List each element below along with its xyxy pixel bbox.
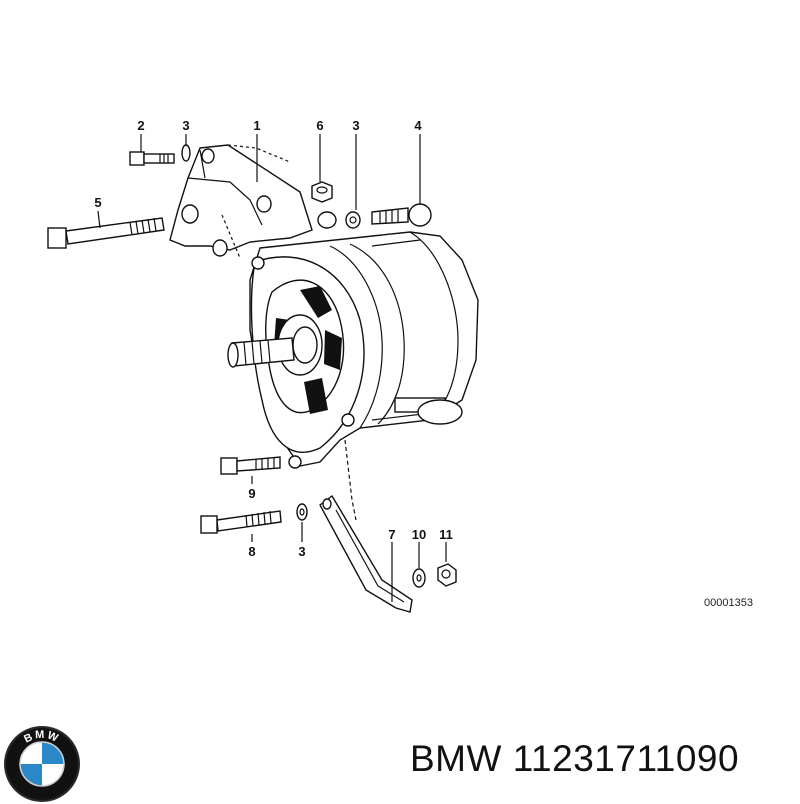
callout-3-top-right: 3	[352, 118, 359, 133]
callout-7: 7	[388, 527, 395, 542]
callout-2: 2	[137, 118, 144, 133]
bolt-2	[129, 151, 175, 166]
brand-name: BMW	[410, 738, 502, 779]
washer-3-top-right	[345, 211, 361, 229]
washer-10	[412, 568, 426, 588]
bmw-roundel-icon: BMW	[4, 726, 80, 802]
leader-lines	[97, 134, 447, 602]
spacer-washer	[317, 211, 337, 229]
alternator-body	[227, 231, 479, 469]
callout-6: 6	[316, 118, 323, 133]
bolt-5	[47, 217, 165, 249]
callout-11: 11	[439, 527, 453, 542]
callout-3-top-left: 3	[182, 118, 189, 133]
callout-labels: 1 2 3 4 5 6 3 7 8 9 3 10 11	[94, 118, 452, 559]
part-number-line: BMW 11231711090	[410, 738, 739, 780]
nut-11	[437, 563, 457, 587]
adjusting-strap-7	[319, 494, 413, 613]
washer-3-bottom	[296, 503, 308, 521]
callout-4: 4	[414, 118, 422, 133]
bolt-4	[371, 203, 432, 227]
callout-1: 1	[253, 118, 260, 133]
mounting-bracket	[169, 144, 313, 257]
diagram-reference-code: 00001353	[704, 597, 753, 609]
part-number: 11231711090	[512, 738, 740, 779]
nut-6	[311, 181, 333, 203]
washer-3-top-left	[181, 144, 191, 162]
callout-5: 5	[94, 195, 101, 210]
logo-lettering: BMW	[22, 729, 61, 746]
bolt-8	[200, 510, 282, 534]
callout-9: 9	[248, 486, 255, 501]
bolt-9	[220, 456, 281, 475]
callout-10: 10	[412, 527, 426, 542]
callout-3-bottom: 3	[298, 544, 305, 559]
callout-8: 8	[248, 544, 255, 559]
